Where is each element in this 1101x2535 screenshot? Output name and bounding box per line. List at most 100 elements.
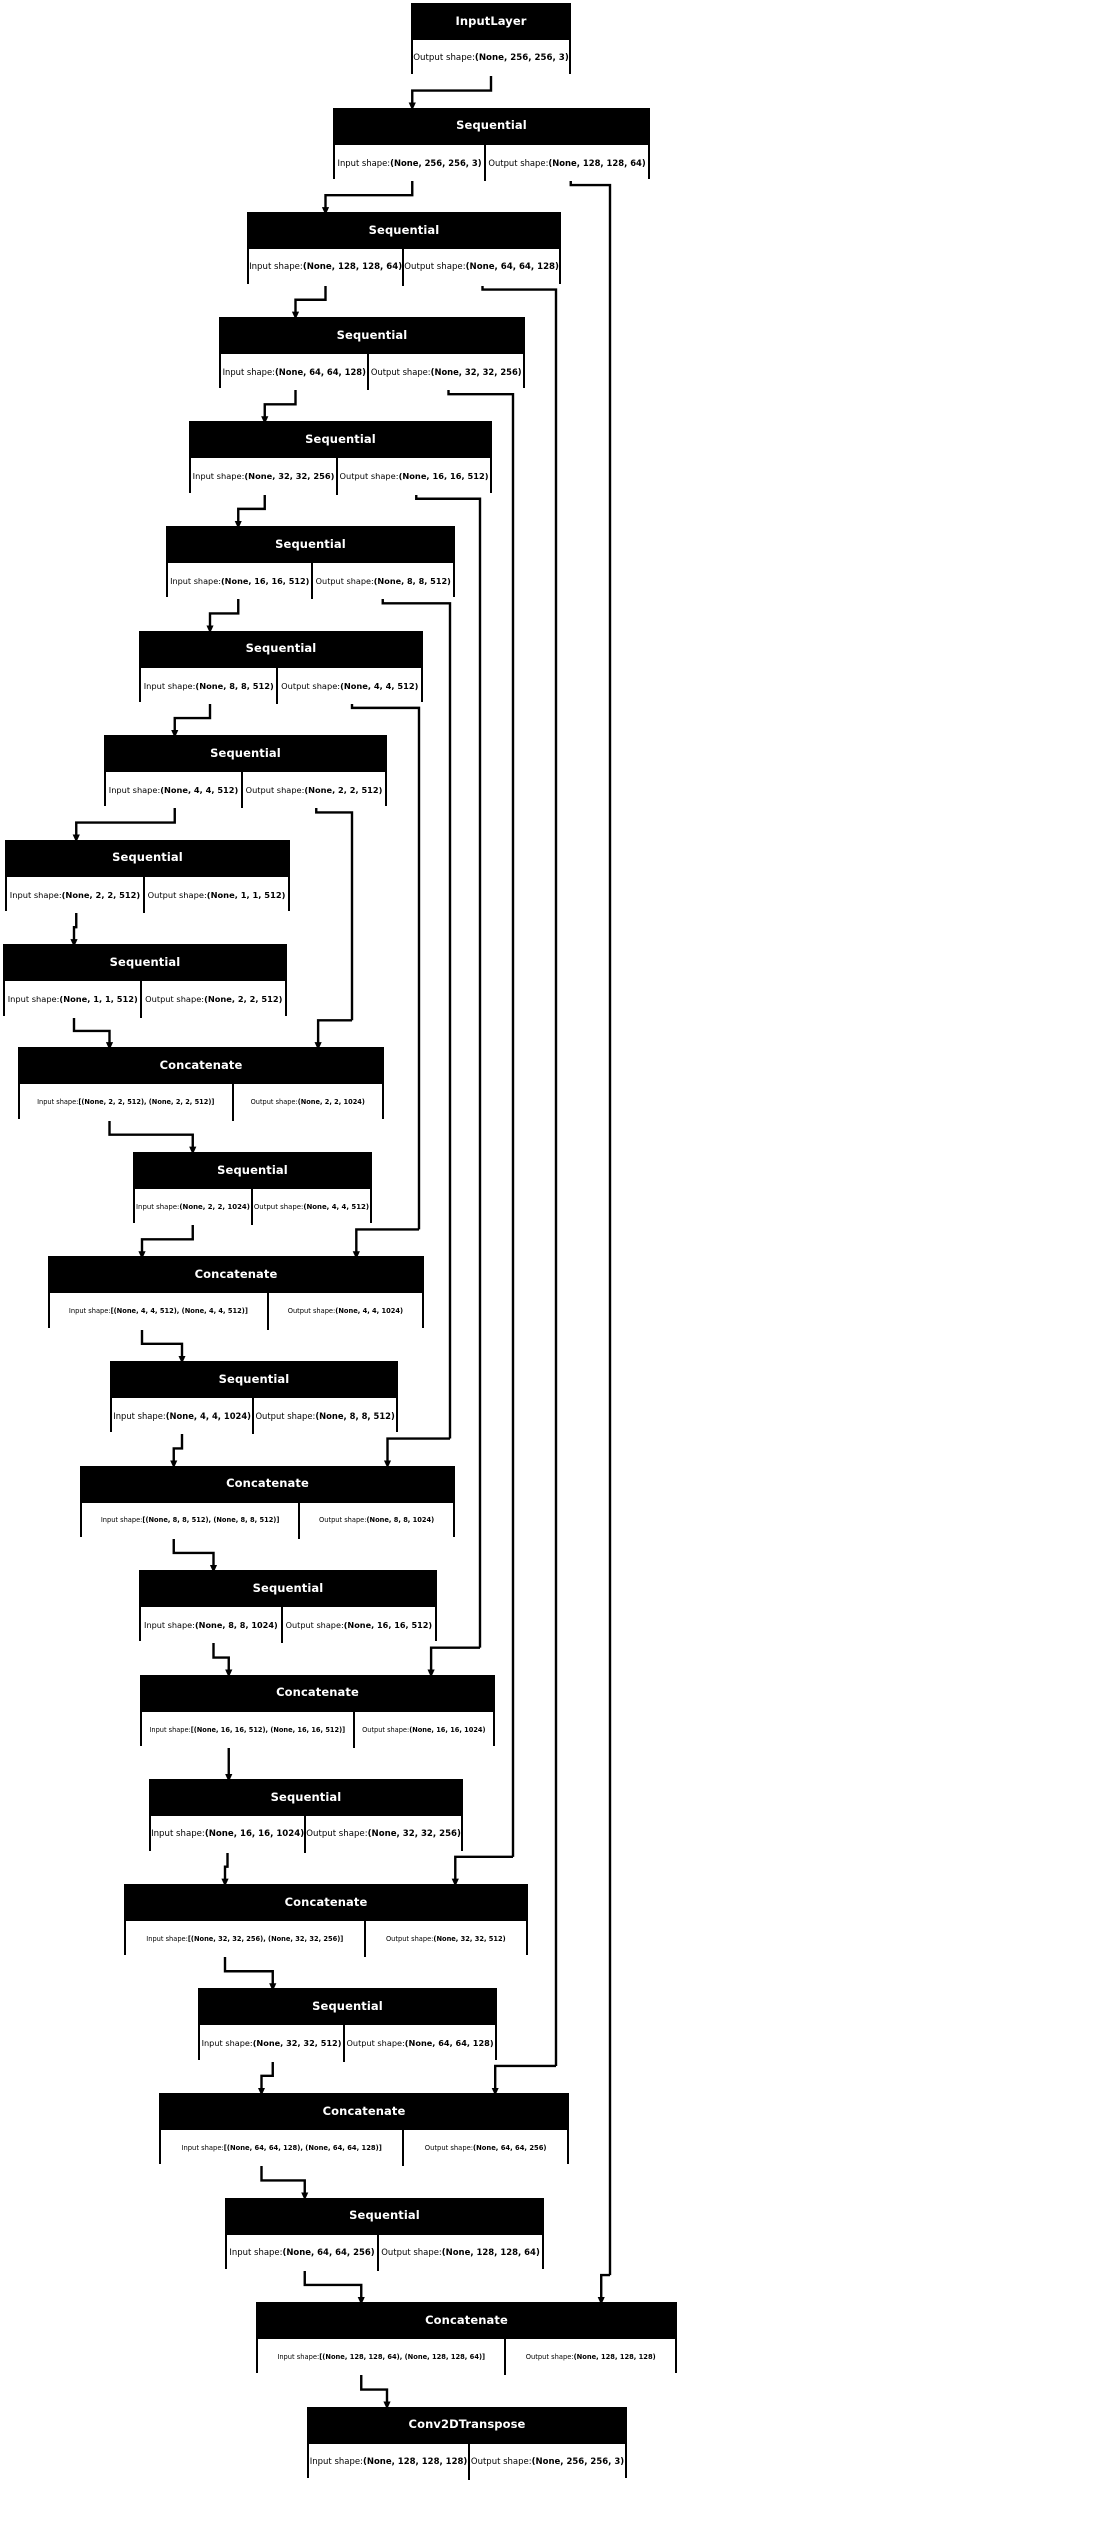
output-shape-value: (None, 256, 256, 3) xyxy=(474,52,569,63)
node-title: Sequential xyxy=(112,1362,396,1396)
node-shapes-row: Input shape: (None, 128, 128, 64)Output … xyxy=(249,247,559,286)
input-shape-value: (None, 8, 8, 1024) xyxy=(194,1620,278,1631)
input-shape-cell: Input shape: (None, 32, 32, 512) xyxy=(200,2025,343,2061)
input-shape-label: Input shape: xyxy=(222,366,275,377)
edge xyxy=(352,1228,419,1260)
input-shape-label: Input shape: xyxy=(170,576,221,587)
output-shape-value: (None, 2, 2, 512) xyxy=(304,785,383,796)
node-shapes-row: Input shape: (None, 64, 64, 128) Output s… xyxy=(221,351,523,391)
output-shape-value: (None, 2, 2, 512) xyxy=(204,994,283,1005)
edge xyxy=(221,1850,229,1887)
input-shape-cell: Input shape: (None, 2, 2, 512) xyxy=(7,877,143,913)
output-shape-label: Output shape: xyxy=(470,2456,532,2467)
node-title: Sequential xyxy=(141,1572,435,1606)
output-shape-cell: Output shape: (None, 16, 16, 1024) xyxy=(352,1711,493,1748)
node-title: Sequential xyxy=(135,1153,370,1187)
output-shape-label: Output shape: xyxy=(362,1725,410,1734)
node-shapes-row: Input shape: (None, 128, 128, 128)Output… xyxy=(309,2441,625,2480)
output-shape-value: (None, 64, 64, 128) xyxy=(404,2038,494,2049)
input-shape-cell: Input shape: (None, 64, 64, 256) xyxy=(227,2235,377,2271)
edge xyxy=(261,388,297,425)
input-shape-cell: Input shape: [(None, 16, 16, 512), (None… xyxy=(142,1712,353,1748)
output-shape-value: (None, 2, 2, 1024) xyxy=(297,1098,365,1107)
input-shape-cell: Input shape: [(None, 8, 8, 512), (None, … xyxy=(82,1503,298,1539)
output-shape-value: (None, 128, 128, 64) xyxy=(441,2247,540,2258)
output-shape-cell: Output shape: (None, 32, 32, 256) xyxy=(304,1816,461,1853)
output-shape-value: (None, 8, 8, 1024) xyxy=(366,1516,435,1525)
input-shape-value: [(None, 2, 2, 512), (None, 2, 2, 512)] xyxy=(78,1098,215,1107)
output-shape-label: Output shape: xyxy=(381,2247,442,2258)
node-shapes-row: Input shape: (None, 4, 4, 1024)Output sh… xyxy=(112,1395,396,1435)
input-shape-label: Input shape: xyxy=(146,1934,188,1943)
output-shape-label: Output shape: xyxy=(147,889,207,900)
node-shapes-row: Input shape: [(None, 16, 16, 512), (None… xyxy=(142,1709,493,1748)
output-shape-label: Output shape: xyxy=(424,2143,474,2152)
output-shape-cell: Output shape: (None, 32, 32, 512) xyxy=(363,1920,526,1958)
output-shape-value: (None, 64, 64, 256) xyxy=(473,2143,547,2152)
node-shapes-row: Input shape: [(None, 2, 2, 512), (None, … xyxy=(20,1082,382,1121)
node-title: Concatenate xyxy=(161,2094,567,2128)
input-shape-value: (None, 4, 4, 1024) xyxy=(165,1410,252,1421)
edge xyxy=(291,283,327,320)
output-shape-label: Output shape: xyxy=(315,576,374,587)
output-shape-cell: Output shape: (None, 8, 8, 1024) xyxy=(298,1502,453,1539)
node-shapes-row: Input shape: (None, 256, 256, 3)Output s… xyxy=(335,142,648,182)
edge xyxy=(360,2373,391,2410)
input-shape-label: Input shape: xyxy=(144,1620,195,1631)
input-shape-value: [(None, 8, 8, 512), (None, 8, 8, 512)] xyxy=(142,1516,280,1525)
output-shape-label: Output shape: xyxy=(370,366,431,377)
output-shape-cell: Output shape: (None, 8, 8, 512) xyxy=(311,563,453,600)
input-shape-cell: Input shape: (None, 8, 8, 512) xyxy=(141,668,276,704)
input-shape-label: Input shape: xyxy=(277,2352,320,2361)
input-shape-label: Input shape: xyxy=(7,994,60,1005)
input-shape-label: Input shape: xyxy=(149,1725,191,1734)
input-shape-cell: Input shape: (None, 256, 256, 3) xyxy=(335,145,484,181)
output-shape-label: Output shape: xyxy=(281,680,341,691)
output-shape-label: Output shape: xyxy=(245,785,305,796)
node-shapes-row: Input shape: (None, 2, 2, 1024)Output sh… xyxy=(135,1186,370,1226)
edge xyxy=(234,492,266,529)
output-shape-label: Output shape: xyxy=(413,52,475,63)
input-shape-value: (None, 128, 128, 128) xyxy=(362,2456,468,2467)
output-shape-value: (None, 128, 128, 64) xyxy=(548,157,646,168)
input-shape-label: Input shape: xyxy=(113,1410,166,1421)
output-shape-label: Output shape: xyxy=(306,1829,368,1840)
edge xyxy=(597,2273,610,2305)
input-shape-cell: Input shape: [(None, 32, 32, 256), (None… xyxy=(126,1921,364,1957)
node-title: Concatenate xyxy=(82,1467,453,1501)
input-shape-value: (None, 64, 64, 128) xyxy=(274,366,366,377)
output-shape-value: (None, 4, 4, 1024) xyxy=(335,1307,404,1316)
output-shape-label: Output shape: xyxy=(285,1620,344,1631)
input-shape-label: Input shape: xyxy=(249,262,303,273)
output-shape-label: Output shape: xyxy=(253,1202,304,1211)
edge xyxy=(171,701,212,738)
output-shape-cell: Output shape: (None, 64, 64, 256) xyxy=(402,2129,567,2167)
input-shape-value: [(None, 128, 128, 64), (None, 128, 128, … xyxy=(319,2352,486,2361)
input-shape-cell: Input shape: [(None, 2, 2, 512), (None, … xyxy=(20,1084,232,1120)
input-shape-label: Input shape: xyxy=(68,1307,111,1316)
